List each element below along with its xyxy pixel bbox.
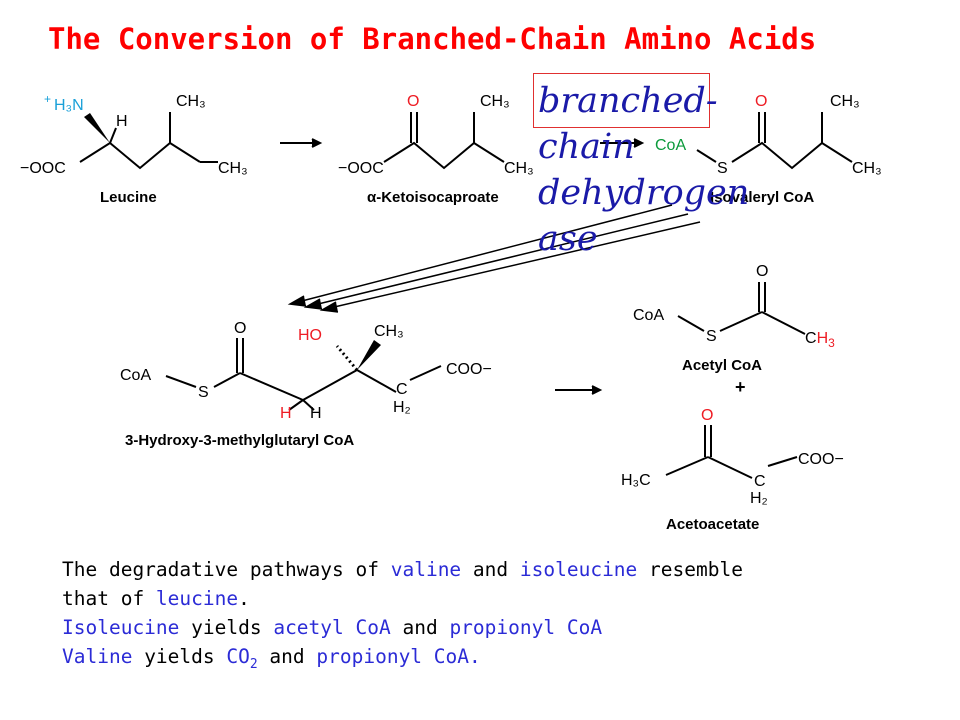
- nh3-charge: +: [44, 92, 51, 106]
- hmg-h2: H₂: [393, 399, 411, 416]
- acetyl-coa-label: Acetyl CoA: [682, 357, 762, 374]
- ketoisocaproate-label: α-Ketoisocaproate: [367, 189, 499, 206]
- hmg-o: O: [234, 320, 246, 337]
- keto-o: O: [407, 93, 419, 110]
- acetoacetate-h2: H₂: [750, 490, 768, 507]
- keto-ch3-top: CH₃: [480, 93, 510, 110]
- keto-ch3-right: CH₃: [504, 160, 534, 177]
- acetoacetate-h3c: H₃C: [621, 472, 651, 489]
- enzyme-line-4: ase: [538, 219, 598, 259]
- hmg-coa-label: 3-Hydroxy-3-methylglutaryl CoA: [125, 432, 354, 449]
- acetyl-o: O: [756, 263, 768, 280]
- caption-line-1: The degradative pathways of valine and i…: [62, 558, 743, 581]
- acetyl-c: CH3: [805, 330, 835, 350]
- enzyme-highlight-box: [533, 73, 710, 128]
- isovaleryl-s: S: [717, 160, 728, 177]
- acetoacetate-c: C: [754, 473, 766, 490]
- hmg-h: H: [310, 405, 322, 422]
- leucine-h: H: [116, 113, 128, 130]
- acetoacetate-label: Acetoacetate: [666, 516, 759, 533]
- nh3-group: H₃N: [54, 97, 84, 114]
- enzyme-line-1: branched-: [538, 81, 718, 121]
- isovaleryl-o: O: [755, 93, 767, 110]
- isoleucine-link: isoleucine: [519, 558, 638, 581]
- caption-text: The degradative pathways of valine and i…: [62, 555, 922, 679]
- enzyme-line-2: chain: [538, 127, 635, 167]
- leucine-link: leucine: [155, 587, 239, 610]
- caption-line-2: that of leucine.: [62, 587, 250, 610]
- enzyme-label: branched- chain dehydrogen ase: [538, 78, 750, 262]
- reaction-arrow-3: [555, 385, 603, 395]
- hmg-coa-group: CoA: [120, 367, 151, 384]
- hmg-ch3: CH₃: [374, 323, 404, 340]
- keto-coo: −OOC: [338, 160, 384, 177]
- isovaleryl-coa-structure: [696, 112, 853, 170]
- caption-line-3: Isoleucine yields acetyl CoA and propion…: [62, 616, 603, 639]
- acetoacetate-structure: [665, 425, 798, 479]
- leucine-ch3-right: CH₃: [218, 160, 248, 177]
- leucine-coo: −OOC: [20, 160, 66, 177]
- acetoacetate-o: O: [701, 407, 713, 424]
- hmg-ho: HO: [298, 327, 322, 344]
- isovaleryl-ch3-top: CH₃: [830, 93, 860, 110]
- hmg-coa-structure: [165, 338, 442, 411]
- plus-sign: +: [735, 377, 746, 397]
- reaction-arrow-2: [600, 138, 645, 148]
- acetyl-coa-structure: [677, 282, 806, 335]
- caption-line-4: Valine yields CO2 and propionyl CoA.: [62, 645, 481, 672]
- acetoacetate-coo: COO−: [798, 451, 844, 468]
- leucine-ch3-top: CH₃: [176, 93, 206, 110]
- valine-link: valine: [390, 558, 462, 581]
- hmg-coo: COO−: [446, 361, 492, 378]
- ketoisocaproate-structure: [383, 112, 505, 170]
- hmg-s: S: [198, 384, 209, 401]
- hmg-c: C: [396, 381, 408, 398]
- isovaleryl-coa-group: CoA: [655, 137, 686, 154]
- acetyl-h-red: H: [817, 330, 829, 347]
- isovaleryl-ch3-right: CH₃: [852, 160, 882, 177]
- leucine-label: Leucine: [100, 189, 157, 206]
- enzyme-line-3: dehydrogen: [538, 173, 750, 213]
- slide-title: The Conversion of Branched-Chain Amino A…: [48, 22, 817, 56]
- enzyme-pointer-arrows: [287, 204, 701, 313]
- hmg-h-red: H: [280, 405, 292, 422]
- acetyl-s: S: [706, 328, 717, 345]
- reaction-arrow-1: [280, 138, 323, 148]
- leucine-structure: [79, 112, 218, 170]
- isovaleryl-coa-label: Isovaleryl CoA: [710, 189, 814, 206]
- acetyl-coa-group: CoA: [633, 307, 664, 324]
